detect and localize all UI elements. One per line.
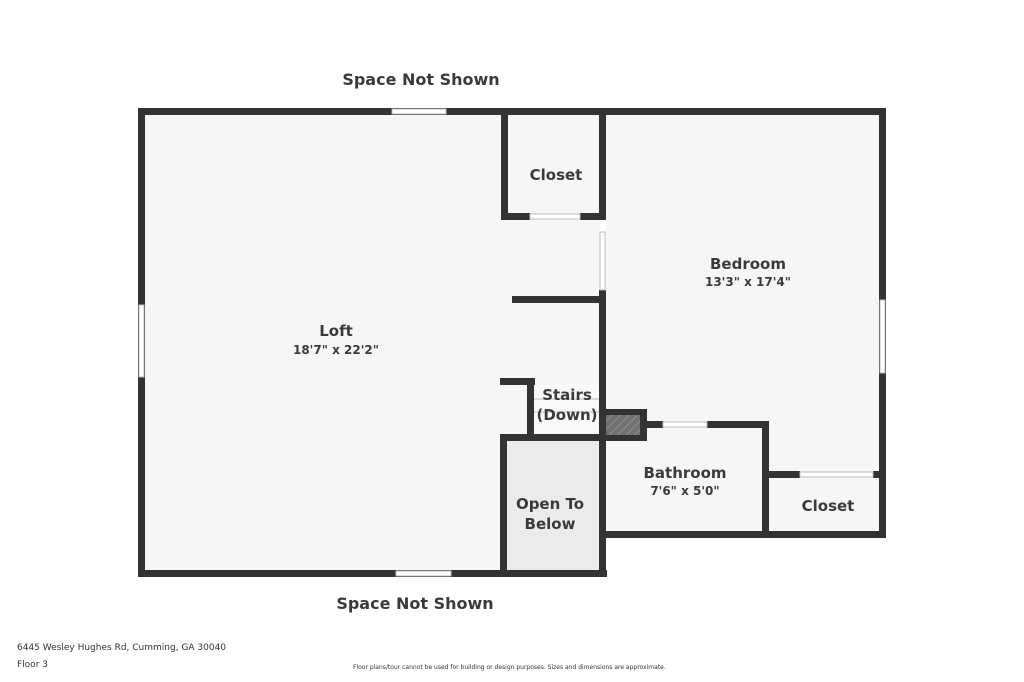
window (879, 299, 886, 374)
open-to-below-label: Open To (516, 495, 584, 513)
stairs-floor (534, 385, 600, 434)
closet-top-label: Closet (530, 166, 583, 184)
bedroom-dims: 13'3" x 17'4" (705, 275, 791, 289)
space-not-shown-top: Space Not Shown (342, 70, 499, 89)
address: 6445 Wesley Hughes Rd, Cumming, GA 30040 (17, 643, 227, 653)
space-not-shown-bottom: Space Not Shown (336, 594, 493, 613)
bedroom-label: Bedroom (710, 255, 786, 273)
door (662, 421, 708, 428)
window (391, 108, 447, 115)
closet-right-label: Closet (802, 497, 855, 515)
disclaimer: Floor plans/tour cannot be used for buil… (353, 664, 666, 671)
door (599, 231, 606, 291)
stairs-label-2: (Down) (536, 406, 597, 424)
open-to-below-label-2: Below (525, 515, 576, 533)
bathroom-label: Bathroom (643, 464, 726, 482)
stairs-label: Stairs (542, 386, 592, 404)
bathroom-dims: 7'6" x 5'0" (650, 484, 719, 498)
bedroom-floor (606, 115, 879, 531)
floor-label: Floor 3 (17, 660, 48, 670)
window (395, 570, 452, 577)
loft-dims: 18'7" x 22'2" (293, 343, 379, 357)
open-to-below-floor (507, 441, 600, 570)
door (529, 213, 581, 220)
door (799, 471, 874, 478)
loft-label: Loft (319, 322, 353, 340)
chimney-hatch (606, 415, 640, 435)
window (138, 304, 145, 378)
